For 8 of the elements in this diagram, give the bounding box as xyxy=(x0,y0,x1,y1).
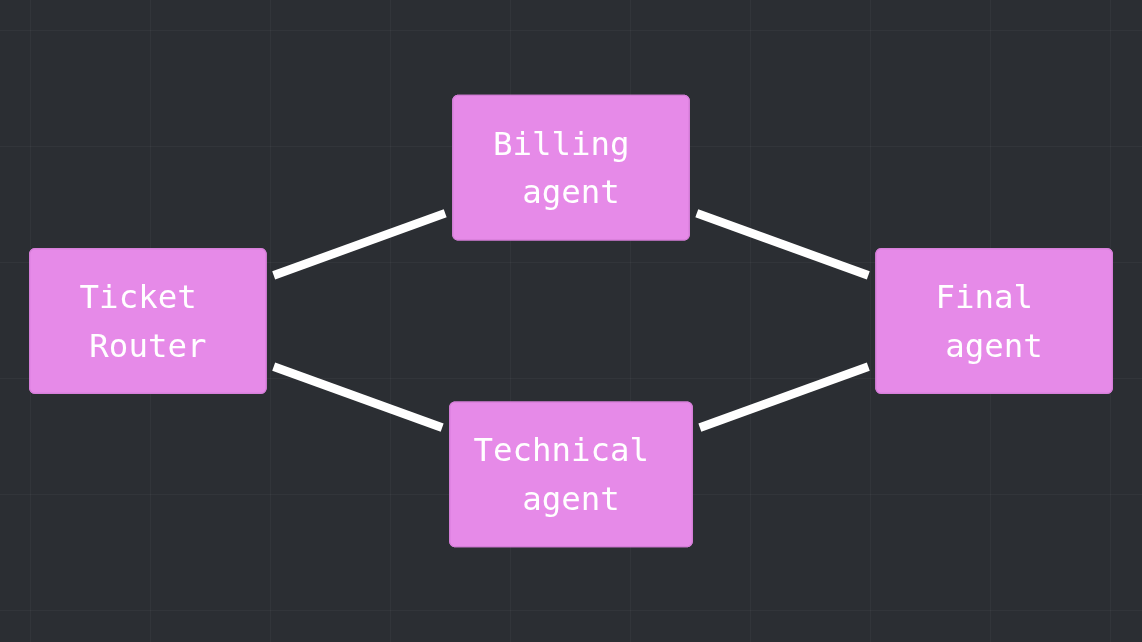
connector-line xyxy=(272,362,444,432)
connector-line xyxy=(695,209,870,280)
connector-line xyxy=(698,362,870,432)
connector-line xyxy=(272,209,447,280)
process-box: Billing agent xyxy=(452,94,690,241)
process-box: Ticket Router xyxy=(29,248,267,394)
process-box: Technical agent xyxy=(449,401,693,548)
process-box: Final agent xyxy=(875,248,1113,394)
